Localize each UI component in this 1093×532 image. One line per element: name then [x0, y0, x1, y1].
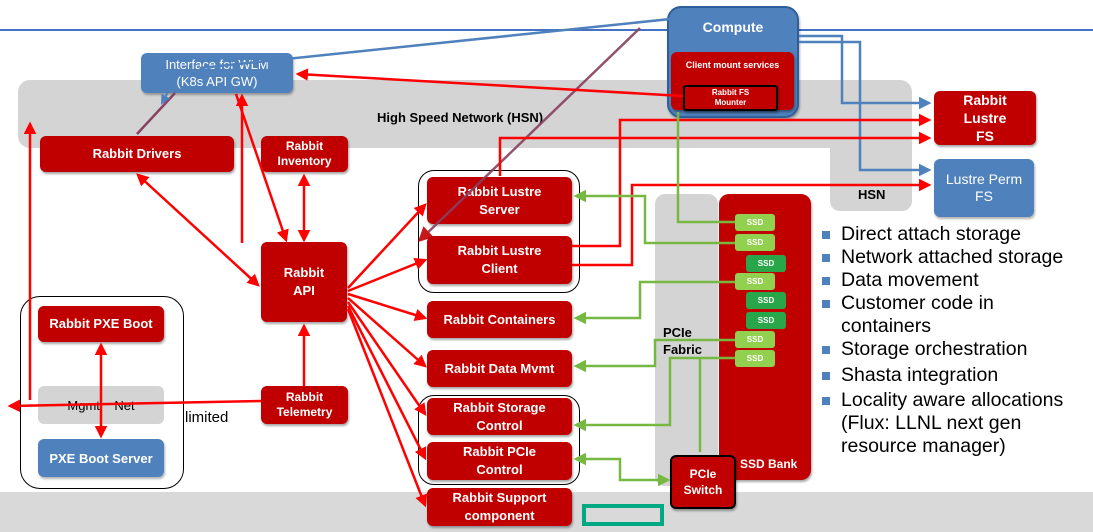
bullet-square-icon: [822, 254, 830, 262]
bullet-square-icon: [822, 397, 830, 405]
rabbit-lustre-server: Rabbit Lustre Server: [427, 177, 572, 224]
pcie-fabric-label: PCIe Fabric: [663, 325, 703, 357]
lustre-client-to-fs: [572, 113, 932, 248]
feature-item: Data movement: [821, 269, 1091, 292]
control-group-outline: [418, 395, 580, 485]
client-mount-services-label: Client mount services: [685, 60, 780, 70]
compute-links: [136, 16, 932, 177]
telemetry-to-mgmt: [7, 399, 262, 413]
feature-item-continuation: resource manager): [841, 435, 1006, 457]
bullet-square-icon: [822, 300, 830, 308]
ssd-slot: SSD: [746, 255, 786, 272]
rabbit-telemetry: Rabbit Telemetry: [261, 386, 348, 424]
compute-to-lustre-perm-fs: [799, 40, 932, 177]
drivers-to-api: [136, 173, 260, 287]
api-to-data-mvmt: [347, 297, 427, 368]
feature-item-continuation: (Flux: LLNL next gen: [841, 412, 1022, 434]
api-to-containers: [347, 292, 428, 321]
feature-item: Locality aware allocations: [821, 389, 1091, 412]
compute-to-lustre-client-link: [417, 27, 641, 243]
rabbit-fs-mounter: Rabbit FS Mounter: [683, 85, 778, 111]
rabbit-pxe-boot: Rabbit PXE Boot: [38, 306, 164, 342]
mounter-to-ssd: [676, 112, 735, 224]
wlm-to-api: [234, 93, 289, 243]
ssd-slot: SSD: [735, 331, 775, 348]
api-to-pcie-control: [346, 305, 427, 461]
rabbit-lustre-fs: Rabbit Lustre FS: [934, 91, 1036, 145]
feature-list: Direct attach storage Network attached s…: [821, 223, 1091, 458]
rabbit-drivers: Rabbit Drivers: [40, 136, 234, 172]
ssd-slot: SSD: [735, 214, 775, 231]
bullet-square-icon: [822, 372, 830, 380]
wlm-blue-arrow: [161, 91, 171, 105]
ssd-slot: SSD: [735, 350, 775, 367]
rabbit-pcie-control: Rabbit PCIe Control: [427, 442, 572, 480]
compute-to-wlm: [199, 16, 681, 70]
storage-control-ssd: [573, 356, 735, 432]
ssd-slot: SSD: [746, 312, 786, 329]
api-to-lustre-server: [347, 203, 427, 289]
bullet-square-icon: [822, 277, 830, 285]
rabbit-data-mvmt: Rabbit Data Mvmt: [427, 350, 572, 387]
feature-item-continuation: containers: [841, 315, 931, 337]
containers-ssd: [573, 280, 735, 325]
api-to-storage-control: [346, 301, 427, 417]
top-rule: [0, 29, 1093, 31]
red-links: [7, 68, 932, 508]
green-links: [573, 112, 735, 487]
pxe-group-outline: [20, 296, 184, 489]
compute-label: Compute: [702, 19, 764, 35]
bullet-square-icon: [822, 346, 830, 354]
limited-label: limited: [185, 409, 229, 426]
hsn-drop: [830, 140, 912, 211]
feature-item: Customer code in: [821, 292, 1091, 315]
pcie-control-switch: [573, 452, 671, 487]
ssd-slot: SSD: [735, 234, 775, 251]
hsn-short-label: HSN: [858, 187, 886, 202]
wlm-to-drivers: [136, 92, 176, 135]
rabbit-storage-control: Rabbit Storage Control: [427, 398, 572, 435]
lustre-client-to-perm: [572, 178, 932, 267]
rabbit-support-component: Rabbit Support component: [427, 488, 572, 526]
ssd-slot: SSD: [735, 273, 775, 290]
data-mvmt-ssd: [573, 338, 735, 373]
compute-to-rabbit-lustre-fs: [799, 34, 932, 110]
rabbit-inventory: Rabbit Inventory: [261, 136, 348, 172]
mounter-to-wlm: [295, 68, 684, 98]
ssd-bank-label: SSD Bank: [740, 457, 798, 471]
footer-logo-outline: [582, 504, 664, 526]
feature-item: Network attached storage: [821, 246, 1091, 269]
rabbit-api: Rabbit API: [261, 242, 347, 322]
ssd-slot: SSD: [746, 292, 786, 309]
rabbit-containers: Rabbit Containers: [427, 301, 572, 338]
lustre-server-to-fs: [498, 131, 932, 176]
lustre-perm-fs: Lustre Perm FS: [934, 159, 1034, 217]
api-to-lustre-client: [347, 257, 428, 293]
rabbit-lustre-client: Rabbit Lustre Client: [427, 236, 572, 284]
hsn-label: High Speed Network (HSN): [377, 110, 544, 125]
pxe-boot-server: PXE Boot Server: [38, 439, 164, 477]
feature-item: Direct attach storage: [821, 223, 1091, 246]
api-to-support: [346, 308, 428, 508]
bullet-square-icon: [822, 231, 830, 239]
lustre-server-ssd: [573, 189, 735, 245]
feature-item: Shasta integration: [821, 364, 1091, 387]
pcie-switch: PCIe Switch: [670, 455, 736, 509]
feature-item: Storage orchestration: [821, 338, 1091, 361]
interface-wlm: Interface for WLM (K8s API GW): [141, 53, 293, 93]
